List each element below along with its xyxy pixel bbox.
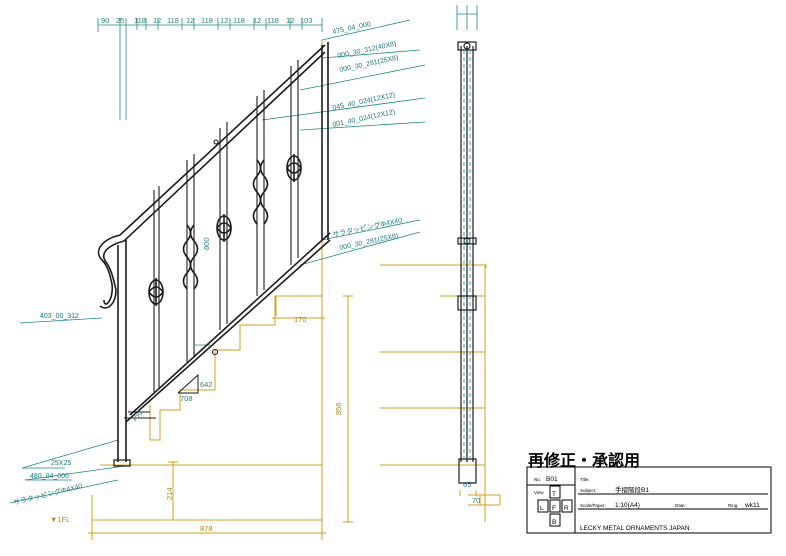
view-label: View [534,490,544,495]
top-dim-6: 118 [201,16,213,25]
subject-label: Subject: [580,488,596,493]
scale-value: 1:10(A4) [615,502,640,509]
view-t: T [552,491,556,498]
callout-045-40-024: 045_40_024(12X12) [332,92,396,112]
top-dim-5: 12 [186,16,194,25]
top-dim-9: 12 [253,16,261,25]
ref-label: Ring. [728,503,739,508]
top-dim-1: 25 [116,16,124,25]
dim-642: 642 [200,380,213,389]
dim-708: 708 [180,394,193,403]
top-dim-12: 103 [300,16,313,25]
top-dim-7: 12 [220,16,228,25]
dim-150: 150 [129,408,144,423]
callouts: 475_04_000 000_30_312(40X8) 000_30_281(2… [12,21,403,507]
top-dim-4: 118 [167,16,179,25]
company-name: LECKY METAL ORNAMENTS JAPAN [580,525,690,532]
title-block: 再修正・承認用 No. B01 Title: View Subject: 手摺階… [526,451,772,534]
top-dimensions: 90 25 118 12 118 12 118 12 118 12 118 12… [101,16,313,25]
title-label: Title: [580,477,590,482]
top-dim-0: 90 [101,16,109,25]
slope-marker [177,373,199,394]
top-dim-11: 12 [286,16,294,25]
scale-label: Scale/Paper: [580,503,606,508]
no-label: No. [534,477,541,482]
callout-403: 403_00_312 [40,313,79,320]
dimension-lines [9,5,478,504]
dim-65: 65 [463,480,471,489]
dim-878: 878 [200,524,213,533]
side-view-dashes [463,50,471,460]
title-heading: 再修正・承認用 [528,451,640,470]
no-value: B01 [546,476,558,483]
balusters [124,60,302,419]
view-l: L [540,505,544,512]
callout-480: 480_04_000 [30,473,69,480]
handrail-front [97,42,331,462]
callout-475: 475_04_000 [332,21,372,36]
view-b: B [552,519,556,526]
callout-screw-bottom: サラタッピングΦ4X40 [12,481,83,507]
dim-214: 214 [165,487,174,500]
view-f: F [552,505,556,512]
ref-value: wk11 [744,502,760,509]
dim-170: 170 [294,315,307,324]
subject-value: 手摺階段B1 [615,485,649,494]
view-r: R [564,505,569,512]
dim-800: 800 [202,237,211,250]
dim-70: 70 [472,496,480,505]
date-label: Date: [675,503,686,508]
side-view-post [460,42,474,462]
top-dim-3: 12 [153,16,161,25]
top-dim-2: 118 [134,16,146,25]
base-plate [113,41,477,484]
dim-856: 856 [334,402,343,415]
top-dim-8: 118 [233,16,245,25]
callout-25x25: 25X25 [51,460,71,467]
top-dim-10: 118 [267,16,279,25]
floor-level: ▼1FL [50,515,70,524]
